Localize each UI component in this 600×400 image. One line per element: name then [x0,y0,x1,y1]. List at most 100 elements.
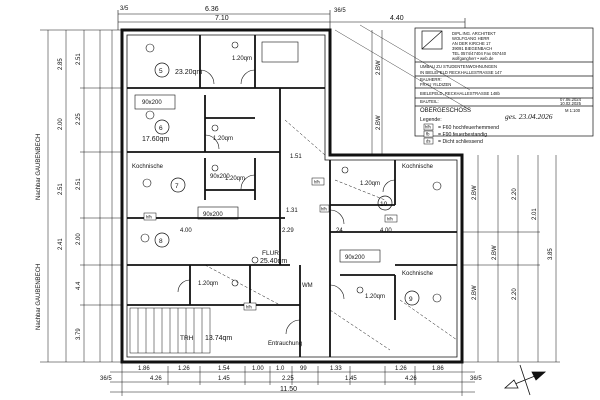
handwritten-date: ges. 23.04.2026 [505,112,553,121]
title-block-line: BIELEFELD, RECKHALLESTRASSE 148b [420,91,501,96]
interior-walls [127,35,457,357]
left-dim: 2.51 [58,183,64,195]
left-dimension-lines [40,29,122,363]
title-block-line: UMBAU ZU STUDENTENWOHNUNGEN [420,64,497,69]
legend-title: Legende: [420,117,442,123]
right-dim: 2.BW [472,285,478,300]
bottom-dim: 1.54 [218,366,230,372]
right-dim: 2.BW [376,115,382,130]
left-dim: 2.00 [76,233,82,245]
top-dim-b: 4.40 [390,15,404,22]
title-block-scale: M 1:100 [565,108,581,113]
bottom-dim: 99 [300,366,307,372]
furniture-beds [134,41,381,263]
bath-area: 1.20qm [360,181,380,187]
bottom-dim: 4.26 [150,376,162,382]
bath-area: 1.20qm [213,136,233,142]
outer-wall-inner-line [126,34,458,358]
room-10-kitchen: Kochnische [402,164,434,170]
right-dim: 2.BW [472,185,478,200]
bottom-corner-dim: 36/5 [100,376,112,382]
title-block-line: 39091 BIEGENBACH [452,46,492,51]
top-dim-c: 7.10 [215,15,229,22]
fire-door-markers [143,177,398,311]
bed-label: 90x200 [345,255,365,261]
title-block-date: 07.06.2024 [560,97,582,102]
top-dim-left-small: 3/5 [120,6,129,12]
door-swings [177,69,396,335]
right-dim: 2.BW [492,245,498,260]
bottom-dim: 1.86 [138,366,150,372]
staircase [129,307,211,354]
title-block-line: WOLFGANG HERR [452,36,489,41]
title-block-line: wolfgangherr • web.de [452,56,494,61]
bath-area: 1.20qm [225,176,245,182]
bottom-dim: 4.26 [405,376,417,382]
legend-symbols [423,123,434,145]
left-dim: 2.25 [76,113,82,125]
left-dim: 2.85 [58,58,64,70]
flur-area: 25.40qm [260,258,287,265]
top-dim-right-small: 36/5 [334,8,346,14]
right-dim: 2.01 [532,208,538,220]
left-dim: 2.00 [58,118,64,130]
legend-symbol: ds [426,139,430,144]
bath-area: 1.20qm [198,281,218,287]
left-dim: 2.51 [76,178,82,190]
bottom-dim: 1.0 [276,366,285,372]
title-block-line: TEL 0574/47404 Fax 057440 [452,51,507,56]
title-block-line: AN DER KIRCHE 17 [452,41,491,46]
entrance-label: Entrauchung [268,341,302,347]
hfh-label: hfh [246,305,252,310]
inner-dim: 1.31 [286,208,298,214]
room-6-area: 17.60qm [142,136,169,143]
hfh-label: hfh [146,215,152,220]
title-block-line: DIPL.ING. ARCHITEKT [452,31,496,36]
bottom-dim: 1.00 [252,366,264,372]
legend-symbol: fb [426,132,430,137]
left-dim: 4.4 [76,281,82,290]
inner-dim: 24 [336,228,343,234]
title-block [414,27,594,137]
title-block-line: IN BIELEFELD RECKHALLESTRASSE 147 [420,70,502,75]
right-dim: 2.20 [512,288,518,300]
trh-area: 13.74qm [205,335,232,342]
legend-item: = F90 feuerbestandig [438,132,487,138]
room-7-kitchen: Kochnische [132,164,164,170]
title-block-date: 10.02.2025 [560,101,582,106]
bathroom-fixtures [140,41,442,303]
right-dim: 2.20 [512,188,518,200]
inner-dim: 1.51 [290,154,302,160]
title-block-line: FRAU YILDIZEN [420,82,451,87]
room-number-10: 10 [380,201,388,208]
wm-label: WM [302,283,313,289]
left-side-neighbor-label: Nachbar GAUBENBECH [36,134,42,200]
bottom-dim: 1.86 [432,366,444,372]
bottom-dimension-lines [110,362,475,396]
bottom-corner-dim: 36/5 [470,376,482,382]
inner-dim: 2.29 [282,228,294,234]
dashed-lines [204,119,458,351]
left-dim: 3.79 [76,328,82,340]
title-block-line: OBERGESCHOSS [420,108,471,114]
left-dim: 2.51 [76,53,82,65]
hfh-label: hfh [314,180,320,185]
room-9-kitchen: Kochnische [402,271,434,277]
room-number-circles [154,62,420,306]
leader-lines [334,24,471,111]
bottom-dim: 1.45 [218,376,230,382]
bed-label: 90x200 [210,174,230,180]
right-dimension-lines [371,30,560,363]
bath-area: 1.20qm [232,56,252,62]
trh-label: TRH [180,335,194,342]
title-block-line: BAUHERR: [420,77,442,82]
bottom-dim: 1.26 [178,366,190,372]
bottom-total-dim: 11.50 [280,386,297,393]
top-dim-a: 6.36 [205,6,219,13]
inner-dim: 4.00 [380,228,392,234]
legend-item: = F60 hochfeuerhemmend [438,125,499,131]
bottom-dim: 1.33 [330,366,342,372]
left-dim: 2.41 [58,238,64,250]
